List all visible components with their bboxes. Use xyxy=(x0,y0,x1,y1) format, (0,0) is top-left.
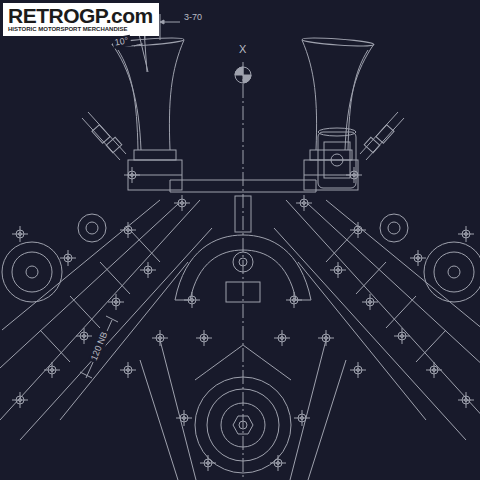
dimension-label: 3-70 xyxy=(182,12,204,23)
logo-sub: HISTORIC MOTORSPORT MERCHANDISE xyxy=(8,26,154,33)
angle-label: 10° xyxy=(112,35,131,49)
logo-title: RETROGP.com xyxy=(8,5,154,26)
axis-label: X xyxy=(237,44,248,55)
dimension-label: 120 NB xyxy=(88,328,111,364)
logo-box: RETROGP.comHISTORIC MOTORSPORT MERCHANDI… xyxy=(3,3,159,36)
